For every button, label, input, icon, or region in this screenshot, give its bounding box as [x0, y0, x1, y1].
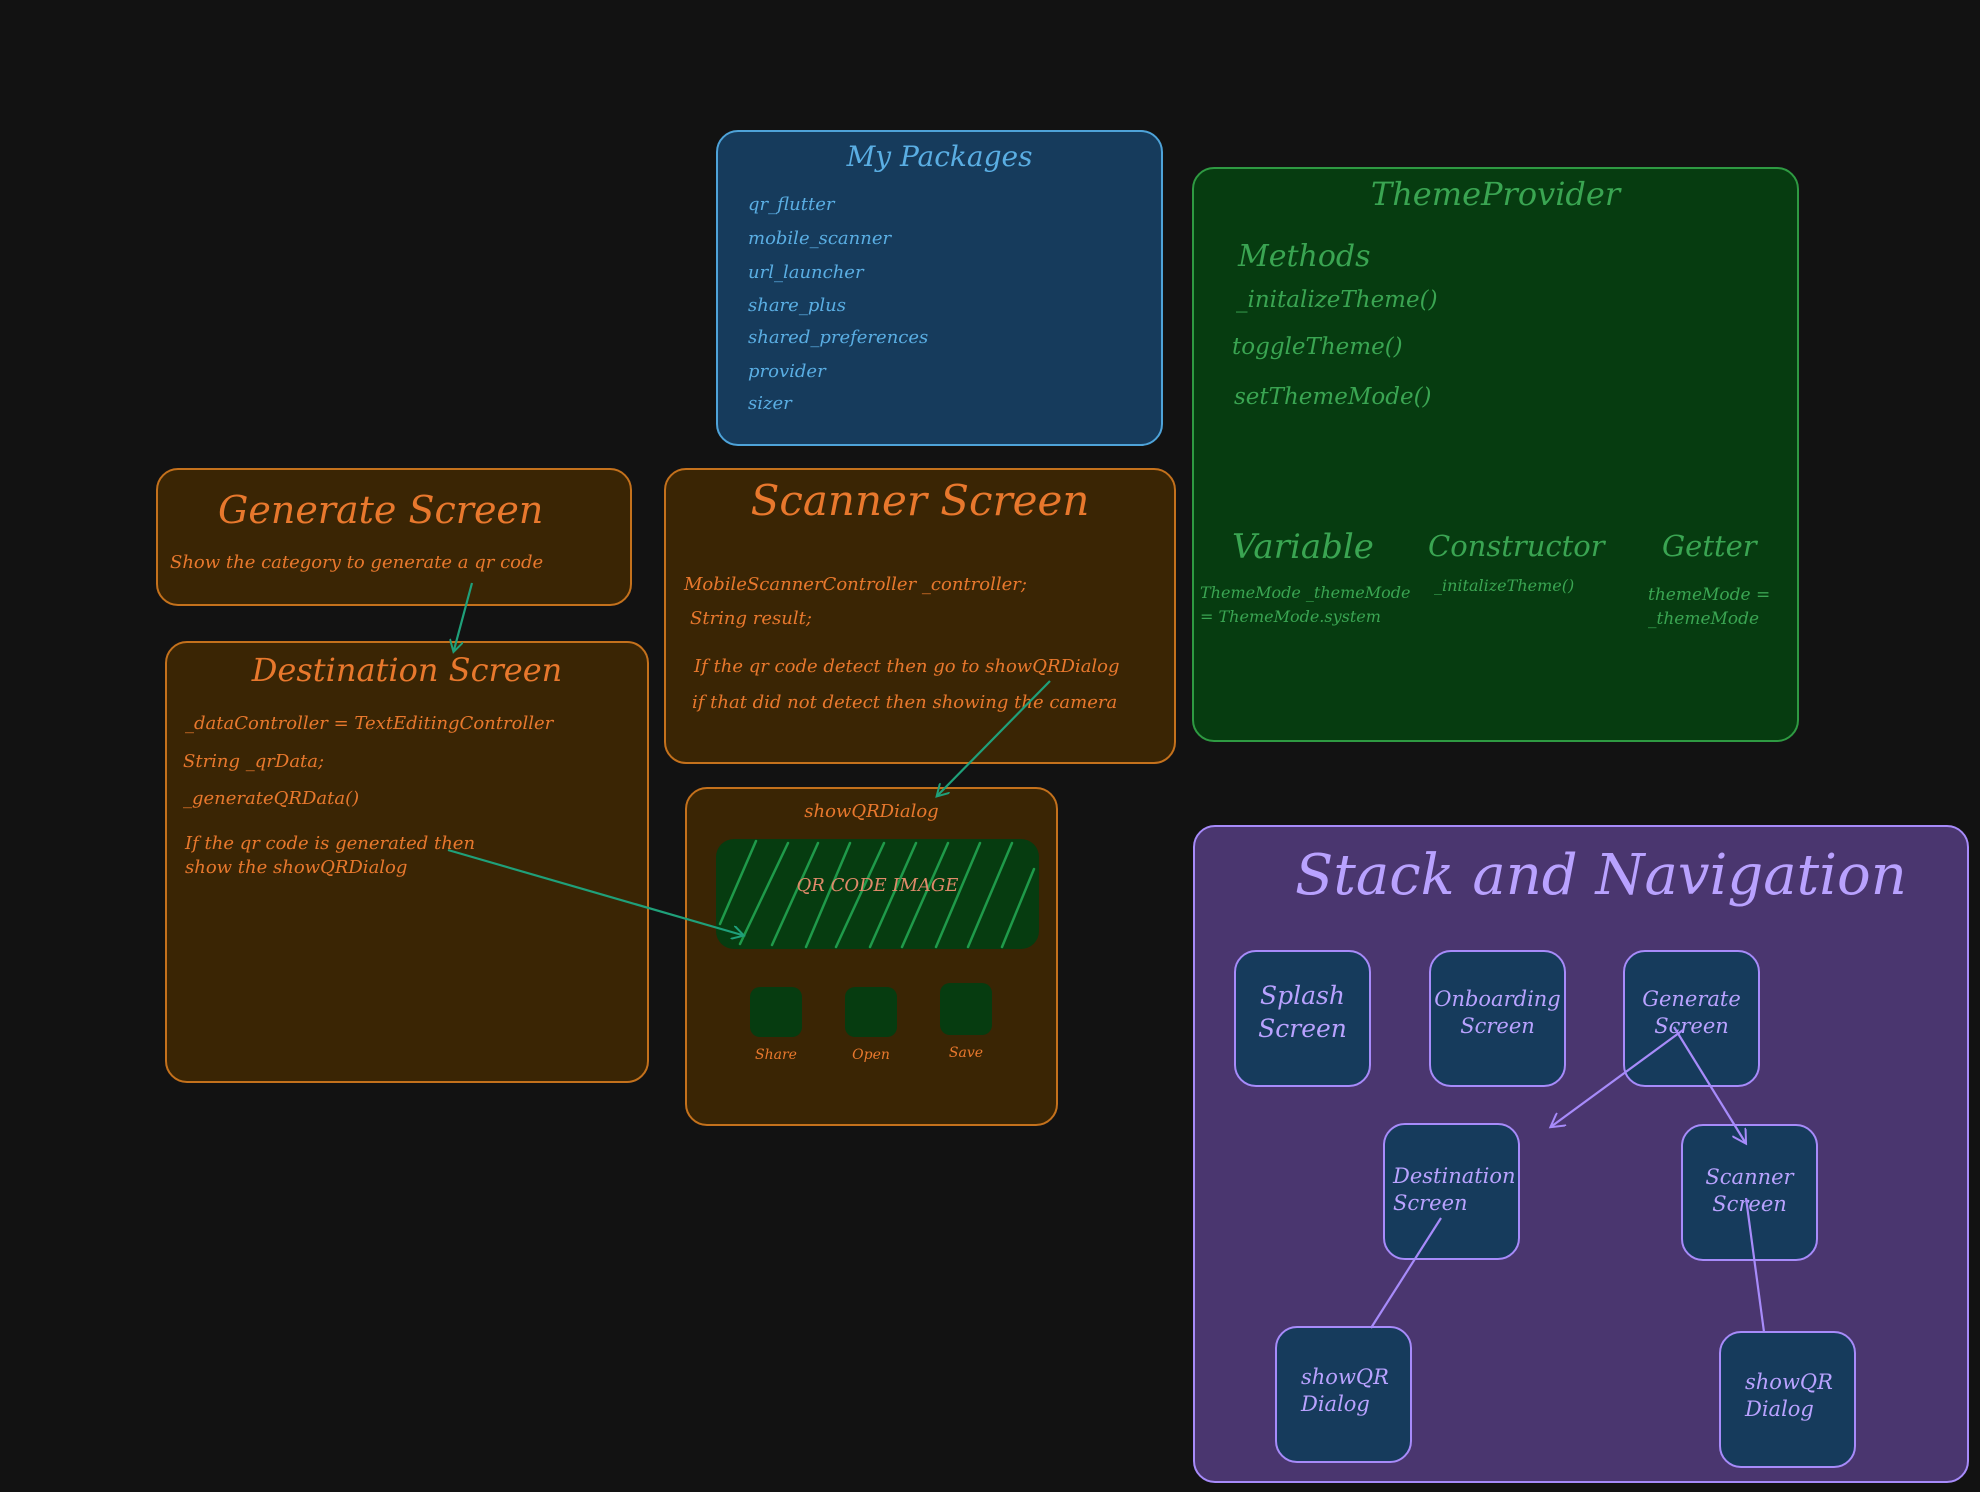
packages-title: My Packages	[846, 140, 1033, 173]
variable-heading: Variable	[1232, 527, 1374, 567]
theme-provider-panel: ThemeProvider Methods _initalizeTheme() …	[1192, 167, 1799, 742]
nav-node-destination: Destination Screen	[1383, 1123, 1520, 1260]
nav-node-onboarding: Onboarding Screen	[1429, 950, 1566, 1087]
share-button[interactable]	[750, 987, 802, 1037]
generate-screen-description: Show the category to generate a qr code	[170, 552, 544, 573]
scanner-line: MobileScannerController _controller;	[684, 574, 1027, 595]
save-button-label: Save	[948, 1045, 984, 1061]
scanner-screen-title: Scanner Screen	[750, 476, 1090, 525]
nav-node-label: Screen	[1393, 1191, 1468, 1216]
packages-panel: My Packages qr_flutter mobile_scanner ur…	[716, 130, 1163, 446]
destination-screen-title: Destination Screen	[251, 651, 563, 689]
nav-node-scanner: Scanner Screen	[1681, 1124, 1818, 1261]
qr-code-image: QR CODE IMAGE	[716, 839, 1039, 949]
share-button-label: Share	[755, 1047, 797, 1063]
nav-node-label: Dialog	[1301, 1392, 1370, 1417]
method-item: setThemeMode()	[1234, 384, 1432, 410]
destination-line: _generateQRData()	[183, 788, 360, 809]
nav-node-splash: Splash Screen	[1234, 950, 1371, 1087]
nav-node-label: Generate	[1642, 987, 1741, 1011]
nav-node-label: Screen	[1460, 1014, 1535, 1039]
save-button[interactable]	[940, 983, 992, 1035]
scanner-screen-panel: Scanner Screen MobileScannerController _…	[664, 468, 1176, 764]
destination-note: show the showQRDialog	[185, 857, 408, 878]
navigation-title: Stack and Navigation	[1295, 843, 1907, 908]
open-button-label: Open	[852, 1047, 890, 1063]
nav-node-label: Dialog	[1745, 1397, 1814, 1422]
open-button[interactable]	[845, 987, 897, 1037]
nav-node-label: Scanner	[1705, 1165, 1794, 1189]
generate-screen-title: Generate Screen	[218, 488, 544, 532]
package-item: mobile_scanner	[748, 228, 892, 249]
nav-node-label: Screen	[1654, 1014, 1729, 1039]
nav-node-label: Onboarding	[1434, 987, 1561, 1011]
package-item: share_plus	[748, 295, 846, 316]
scanner-note: If the qr code detect then go to showQRD…	[694, 656, 1120, 677]
destination-line: _dataController = TextEditingController	[185, 713, 554, 734]
nav-node-dialog-right: showQR Dialog	[1719, 1331, 1856, 1468]
constructor-heading: Constructor	[1428, 529, 1605, 563]
method-item: toggleTheme()	[1232, 334, 1403, 360]
package-item: qr_flutter	[748, 194, 835, 215]
destination-screen-panel: Destination Screen _dataController = Tex…	[165, 641, 649, 1083]
variable-line: = ThemeMode.system	[1200, 607, 1381, 626]
variable-line: ThemeMode _themeMode	[1200, 583, 1411, 602]
nav-node-label: showQR	[1301, 1365, 1389, 1389]
nav-node-label: Screen	[1258, 1013, 1347, 1043]
package-item: sizer	[748, 393, 792, 414]
nav-node-label: Splash	[1260, 981, 1345, 1010]
getter-line: _themeMode	[1648, 609, 1760, 629]
nav-node-label: Destination	[1393, 1164, 1516, 1188]
package-item: provider	[748, 361, 826, 382]
package-item: shared_preferences	[748, 327, 929, 348]
qr-dialog-title: showQRDialog	[804, 801, 939, 822]
nav-node-label: Screen	[1712, 1192, 1787, 1217]
method-item: _initalizeTheme()	[1236, 287, 1438, 313]
nav-node-dialog-left: showQR Dialog	[1275, 1326, 1412, 1463]
nav-node-label: showQR	[1745, 1370, 1833, 1394]
getter-line: themeMode =	[1648, 585, 1771, 605]
generate-screen-panel: Generate Screen Show the category to gen…	[156, 468, 632, 606]
destination-note: If the qr code is generated then	[185, 833, 476, 854]
methods-heading: Methods	[1238, 239, 1371, 274]
qr-image-label: QR CODE IMAGE	[796, 875, 959, 896]
package-item: url_launcher	[748, 262, 864, 283]
getter-heading: Getter	[1662, 529, 1757, 563]
scanner-note: if that did not detect then showing the …	[692, 692, 1118, 713]
qr-dialog-panel: showQRDialog QR CODE IMAGE Share Open Sa…	[685, 787, 1058, 1126]
qr-hatch-pattern	[718, 839, 1036, 949]
destination-line: String _qrData;	[183, 751, 325, 772]
scanner-line: String result;	[690, 608, 812, 629]
nav-node-generate: Generate Screen	[1623, 950, 1760, 1087]
constructor-line: _initalizeTheme()	[1434, 576, 1575, 595]
theme-provider-title: ThemeProvider	[1370, 175, 1621, 213]
